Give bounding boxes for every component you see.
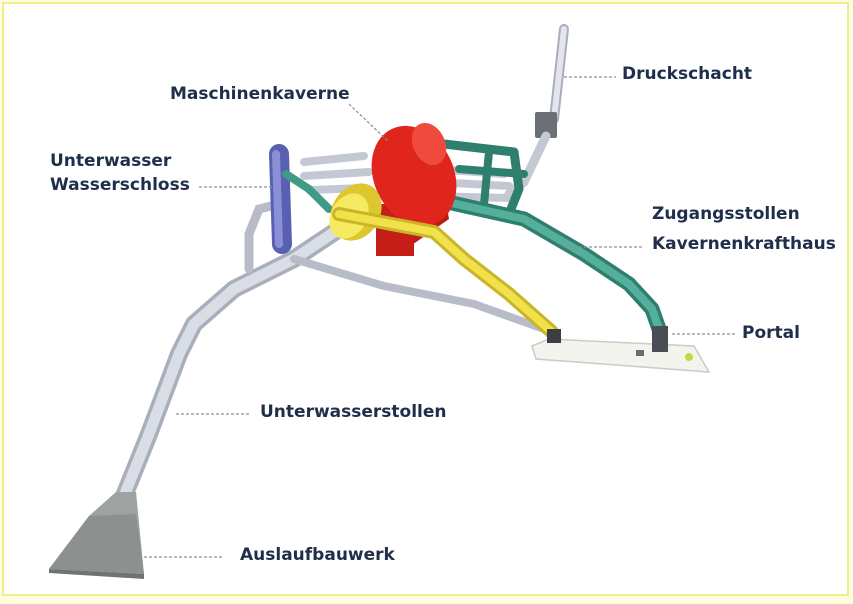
auslaufbauwerk-structure — [49, 492, 144, 579]
unterwasserstollen-label: Unterwasserstollen — [260, 402, 447, 422]
leader-lines — [144, 76, 736, 558]
kavernenkrafthaus-label: Kavernenkrafthaus — [652, 234, 836, 254]
diagram-frame: Druckschacht Maschinenkaverne Unterwasse… — [2, 2, 849, 596]
unterwasserstollen-tunnel — [115, 199, 548, 505]
zugangsstollen-label: Zugangsstollen — [652, 204, 800, 224]
maschinenkaverne-label: Maschinenkaverne — [170, 84, 350, 104]
hydropower-diagram — [49, 24, 736, 579]
unterwasser-label: Unterwasser — [50, 151, 172, 171]
druckschacht-label: Druckschacht — [622, 64, 753, 84]
portal-area — [531, 326, 711, 373]
transformer-cavern — [329, 183, 559, 339]
zugangsstollen-tunnel — [426, 139, 667, 337]
portal-label: Portal — [742, 323, 800, 343]
wasserschloss-label: Wasserschloss — [50, 175, 190, 195]
wasserschloss-surge-tank — [269, 144, 333, 254]
auslaufbauwerk-label: Auslaufbauwerk — [240, 545, 395, 565]
